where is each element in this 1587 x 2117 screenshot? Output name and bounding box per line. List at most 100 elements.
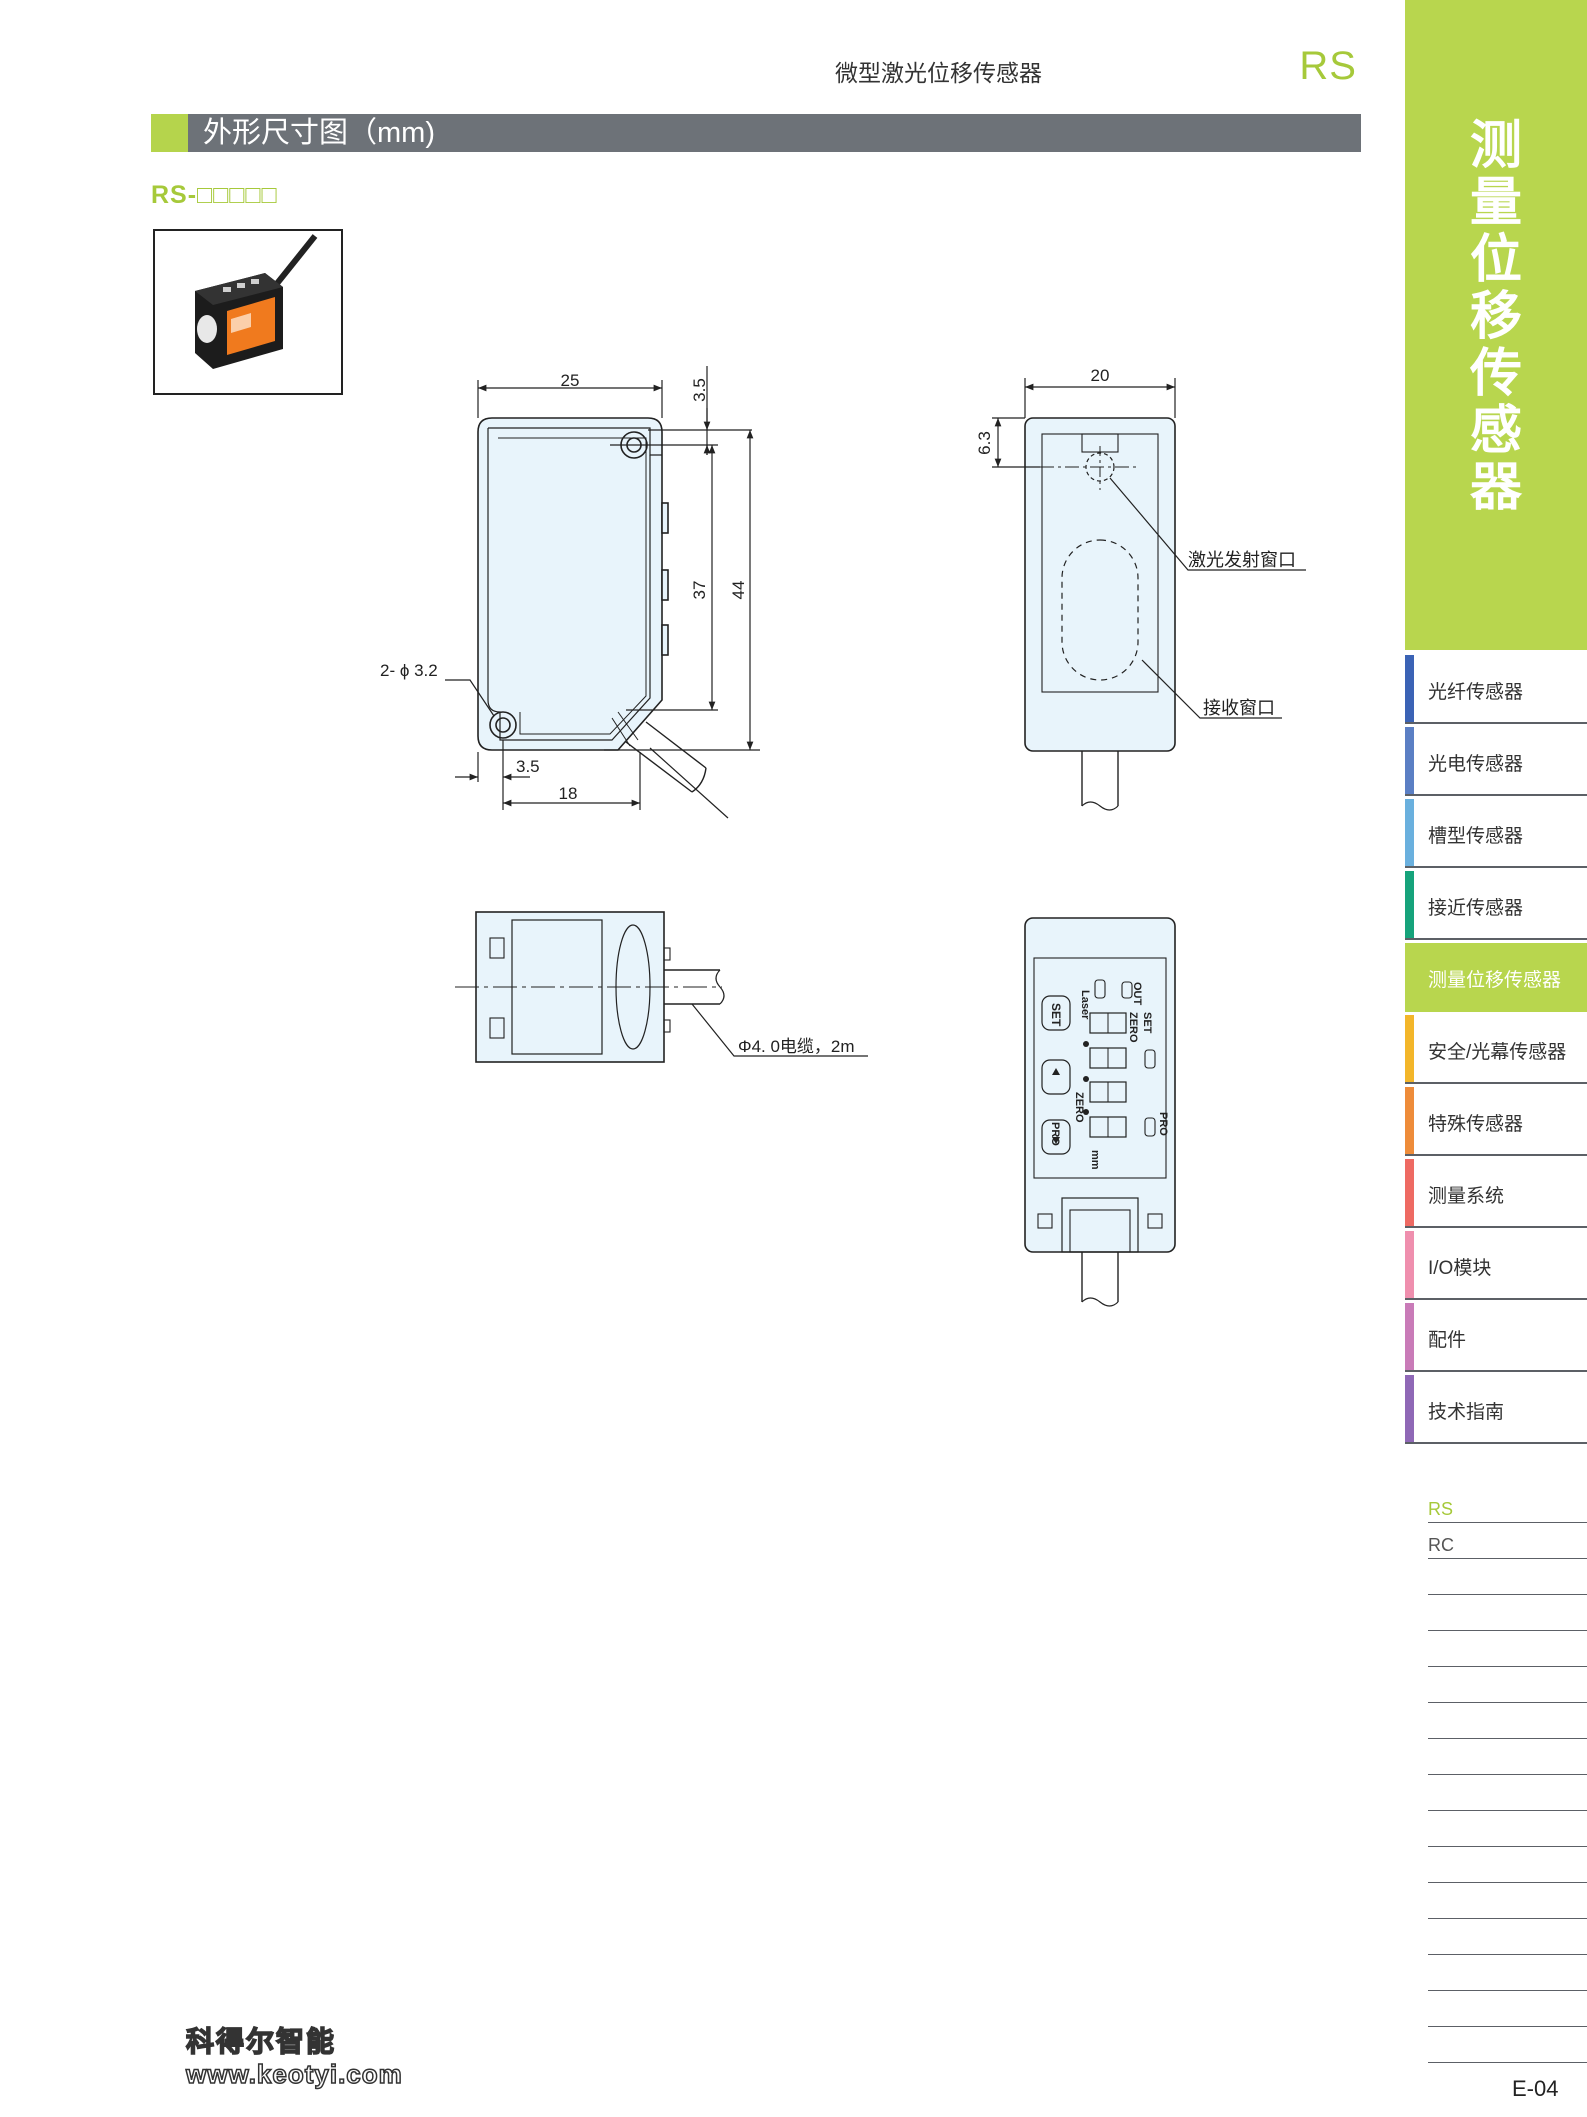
nav-color-bar	[1405, 1303, 1414, 1370]
nav-item-label: 配件	[1428, 1330, 1467, 1351]
sidebar-sub-empty-row	[1428, 1703, 1587, 1739]
panel-pro-button-label: PRO	[1049, 1122, 1061, 1146]
sidebar-sub-empty-row	[1428, 1811, 1587, 1847]
front-view	[445, 417, 707, 793]
header-subtitle: 微型激光位移传感器	[835, 60, 1042, 86]
nav-item-label: 安全/光幕传感器	[1428, 1042, 1567, 1063]
panel-pro-label: PRO	[1157, 1112, 1169, 1136]
sidebar-nav-item[interactable]: 安全/光幕传感器	[1405, 1015, 1587, 1084]
watermark: 科得尔智能 www.keotyi.com	[185, 2025, 446, 2094]
nav-color-bar	[1405, 727, 1414, 794]
side-view	[1024, 417, 1176, 811]
sidebar-nav-item[interactable]: 测量位移传感器	[1405, 943, 1587, 1012]
sidebar-nav-item[interactable]: 技术指南	[1405, 1375, 1587, 1444]
sidebar-sub-empty-row	[1428, 1883, 1587, 1919]
sidebar-sub-empty-row	[1428, 1631, 1587, 1667]
nav-item-label: 接近传感器	[1428, 898, 1524, 919]
sidebar-sub-empty-row	[1428, 1775, 1587, 1811]
sidebar-sub-empty-row	[1428, 1595, 1587, 1631]
sensor-photo-illustration	[195, 234, 318, 369]
dim-bottom-18: 18	[559, 784, 578, 803]
top-view	[455, 911, 868, 1063]
panel-set-button-label: SET	[1049, 1003, 1063, 1027]
side-dim-6-3: 6.3	[975, 431, 994, 455]
side-dim-width-20: 20	[1091, 366, 1110, 385]
dim-top-3-5: 3.5	[690, 378, 709, 402]
hole-label: 2- ϕ 3.2	[380, 661, 438, 680]
nav-color-bar	[1405, 1231, 1414, 1298]
sidebar-category-banner: 测量位移传感器	[1405, 0, 1587, 650]
nav-color-bar	[1405, 1015, 1414, 1082]
dim-bottom-3-5: 3.5	[516, 757, 540, 776]
sidebar-sub-empty-row	[1428, 1739, 1587, 1775]
panel-laser-label: Laser	[1079, 990, 1091, 1020]
sidebar-nav: 光纤传感器光电传感器槽型传感器接近传感器测量位移传感器安全/光幕传感器特殊传感器…	[1405, 655, 1587, 1447]
nav-item-label: 测量系统	[1428, 1186, 1505, 1207]
sidebar-sub-empty-row	[1428, 1559, 1587, 1595]
sidebar-title-char: 感	[1469, 402, 1522, 460]
sub-item-label: RS	[1428, 1499, 1454, 1519]
sidebar-title-char: 位	[1469, 231, 1522, 289]
sidebar-nav-item[interactable]: 光电传感器	[1405, 727, 1587, 796]
sidebar-nav-item[interactable]: 特殊传感器	[1405, 1087, 1587, 1156]
down-arrow-icon	[1052, 1137, 1060, 1144]
section-title: 外形尺寸图（mm)	[203, 117, 435, 149]
panel-zero-label: ZERO	[1127, 1012, 1139, 1043]
sidebar-sub-empty-row	[1428, 1847, 1587, 1883]
section-accent	[151, 114, 188, 152]
dim-height-44: 44	[729, 581, 748, 600]
sidebar-sub-item[interactable]: RC	[1428, 1523, 1587, 1559]
nav-item-label: 光电传感器	[1428, 754, 1524, 775]
header-series-code: RS	[1299, 44, 1357, 88]
page-number: E-04	[1512, 2076, 1559, 2101]
sidebar-nav-item[interactable]: 槽型传感器	[1405, 799, 1587, 868]
side-view-dimensions	[992, 378, 1306, 719]
section-title-bar: 外形尺寸图（mm)	[151, 114, 1361, 152]
nav-color-bar	[1405, 1159, 1414, 1226]
nav-item-label: 槽型传感器	[1428, 826, 1524, 847]
sidebar-nav-item[interactable]: 接近传感器	[1405, 871, 1587, 940]
sidebar-sub-item[interactable]: RS	[1428, 1487, 1587, 1523]
emit-window-label: 激光发射窗口	[1188, 550, 1296, 570]
panel-set-label: SET	[1141, 1012, 1153, 1034]
product-photo	[153, 229, 343, 395]
nav-item-label: 技术指南	[1428, 1402, 1505, 1423]
sidebar-nav-item[interactable]: 光纤传感器	[1405, 655, 1587, 724]
up-arrow-icon	[1052, 1068, 1060, 1075]
sidebar-sub-empty-row	[1428, 1919, 1587, 1955]
sidebar-title-char: 量	[1469, 174, 1522, 232]
watermark-line1: 科得尔智能	[185, 2025, 337, 2058]
sidebar-title-char: 器	[1469, 459, 1522, 517]
model-number: RS-□□□□□	[151, 181, 278, 209]
nav-item-label: 特殊传感器	[1428, 1114, 1524, 1135]
nav-color-bar	[1405, 655, 1414, 722]
dim-width-25: 25	[561, 371, 580, 390]
nav-color-bar	[1405, 871, 1414, 938]
panel-zero2-label: ZERO	[1073, 1092, 1085, 1123]
sidebar-sub-empty-row	[1428, 1955, 1587, 1991]
nav-item-label: 测量位移传感器	[1428, 970, 1562, 991]
nav-color-bar	[1405, 1375, 1414, 1442]
sidebar-sublist: RS RC	[1428, 1487, 1587, 2063]
panel-dots	[1083, 1041, 1089, 1115]
nav-item-label: 光纤传感器	[1428, 682, 1524, 703]
sidebar-title-char: 移	[1469, 288, 1522, 346]
sidebar-title-char: 传	[1469, 345, 1522, 403]
panel-unit-label: mm	[1089, 1150, 1101, 1170]
receive-window-label: 接收窗口	[1203, 698, 1275, 718]
panel-view	[1024, 917, 1176, 1307]
sidebar-nav-item[interactable]: I/O模块	[1405, 1231, 1587, 1300]
sub-item-label: RC	[1428, 1535, 1454, 1555]
panel-out-label: OUT	[1131, 982, 1143, 1006]
sidebar-nav-item[interactable]: 测量系统	[1405, 1159, 1587, 1228]
sidebar-sub-empty-row	[1428, 1991, 1587, 2027]
sidebar-sub-empty-row	[1428, 2027, 1587, 2063]
sidebar-nav-item[interactable]: 配件	[1405, 1303, 1587, 1372]
sidebar-title-char: 测	[1469, 117, 1522, 175]
nav-item-label: I/O模块	[1428, 1258, 1492, 1279]
nav-color-bar	[1405, 943, 1414, 1010]
front-view-dimensions	[455, 366, 760, 819]
sidebar-sub-empty-row	[1428, 1667, 1587, 1703]
dimension-drawings: 25 3.5 37 44 2- ϕ 3.2 3.5 18 20 6.3 激光发射…	[380, 366, 1306, 1307]
cable-label: Φ4. 0电缆，2m	[738, 1037, 855, 1056]
